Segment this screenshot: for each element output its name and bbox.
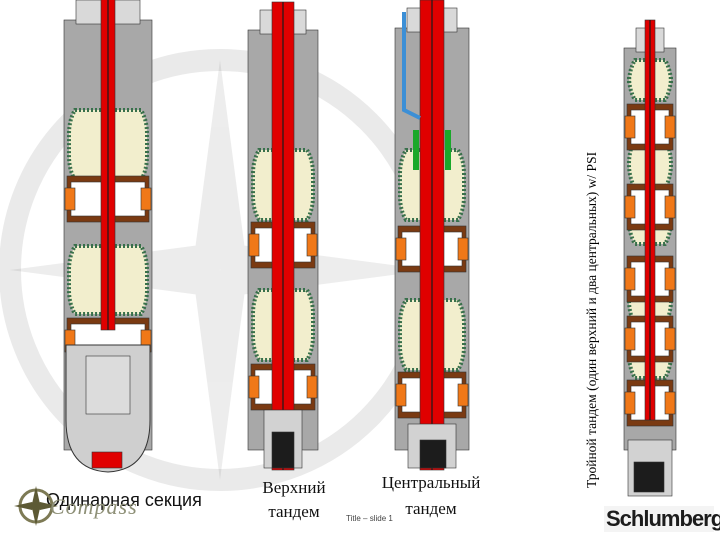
label-upper-tandem: Верхний тандем — [248, 476, 340, 524]
label-single-section: Одинарная секция — [46, 490, 202, 510]
upper-tandem-magnet-1-orange-l — [248, 375, 260, 399]
upper-tandem-magnet-0-orange-l — [248, 233, 260, 257]
compass-logo-text: Compass — [50, 494, 138, 519]
upper-tandem — [247, 1, 319, 471]
triple-tandem-magnet-3-orange-r — [664, 327, 676, 351]
label-center-tandem: Центральный тандем — [366, 470, 496, 522]
triple-tandem-magnet-3-orange-l — [624, 327, 636, 351]
triple-tandem-magnet-2-orange-r — [664, 267, 676, 291]
schlumberger-logo-icon: Schlumberger — [604, 506, 720, 532]
center-tandem-magnet-0-orange-l — [395, 237, 407, 261]
center-tandem-magnet-1-orange-l — [395, 383, 407, 407]
single-section-magnet-0-orange-l — [64, 187, 76, 211]
center-tandem — [394, 0, 470, 471]
upper-tandem-magnet-0-orange-r — [306, 233, 318, 257]
label-upper-tandem-line2: тандем — [268, 502, 320, 521]
slide-id-label: Title – slide 1 — [346, 514, 393, 523]
triple-tandem — [623, 19, 677, 497]
triple-tandem-magnet-1-orange-r — [664, 195, 676, 219]
single-section — [63, 0, 153, 473]
compass-logo-icon: Compass — [14, 486, 137, 526]
center-tandem-magnet-1-orange-r — [457, 383, 469, 407]
label-center-tandem-line2: тандем — [405, 499, 457, 518]
compass-logo-mark-icon — [14, 486, 58, 526]
schlumberger-logo-text: Schlumberger — [606, 506, 720, 531]
center-tandem-blue-line — [402, 12, 421, 120]
label-center-tandem-line1: Центральный — [381, 473, 481, 492]
label-triple-tandem: Тройной тандем (один верхний и два центр… — [584, 151, 599, 488]
upper-tandem-magnet-1-orange-r — [306, 375, 318, 399]
triple-tandem-magnet-1-orange-l — [624, 195, 636, 219]
triple-tandem-magnet-2-orange-l — [624, 267, 636, 291]
single-section-base-filter — [85, 355, 131, 415]
center-tandem-magnet-0-orange-r — [457, 237, 469, 261]
triple-tandem-magnet-0-orange-l — [624, 115, 636, 139]
single-section-magnet-0-orange-r — [140, 187, 152, 211]
triple-tandem-magnet-0-orange-r — [664, 115, 676, 139]
triple-tandem-magnet-4-orange-l — [624, 391, 636, 415]
center-tandem-base-dark — [419, 439, 447, 469]
triple-tandem-base-dark — [633, 461, 665, 493]
triple-tandem-magnet-4-orange-r — [664, 391, 676, 415]
upper-tandem-base-dark — [271, 431, 295, 469]
single-section-base-plug — [91, 451, 123, 469]
label-upper-tandem-line1: Верхний — [262, 478, 326, 497]
